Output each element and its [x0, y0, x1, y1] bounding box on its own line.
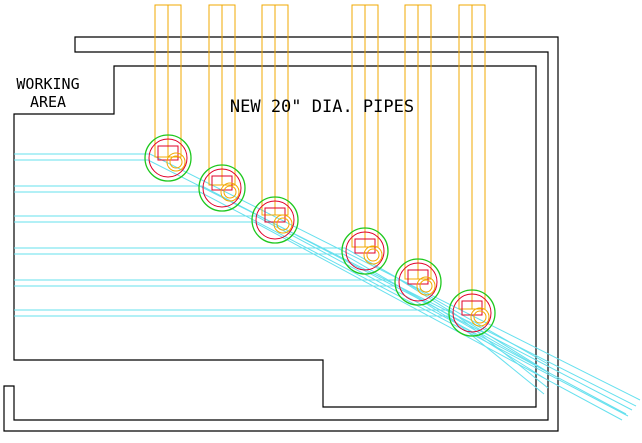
- vertical-pipe-5: [404, 4, 432, 280]
- inner-pit-outline: [13, 65, 537, 408]
- pipe-bend-node-1: [144, 134, 192, 182]
- vertical-pipe-1: [154, 4, 182, 158]
- vertical-pipe-2: [208, 4, 236, 186]
- vertical-pipe-3: [261, 4, 289, 216]
- pipe-run-5: [14, 279, 549, 373]
- pipe-run-3b: [14, 221, 623, 421]
- working-area-label-line2: AREA: [30, 93, 66, 111]
- pipe-bend-node-2: [198, 164, 246, 212]
- pipe-bend-node-5: [394, 258, 442, 306]
- pipe-run-1b: [14, 159, 637, 407]
- pipe-run-6: [14, 309, 549, 389]
- pipe-run-3: [14, 215, 627, 415]
- pipe-bend-node-4: [341, 227, 389, 275]
- horizontal-pipe-runs: [14, 153, 641, 421]
- pipe-bend-node-6: [448, 289, 496, 337]
- pipe-run-5b: [14, 285, 545, 379]
- pipe-bend-node-3: [251, 196, 299, 244]
- pipe-run-1: [14, 153, 641, 401]
- working-area-label-line1: WORKING: [16, 75, 79, 93]
- pipe-bend-nodes: [144, 134, 496, 337]
- pipe-run-4: [14, 247, 549, 365]
- vertical-pipe-4: [351, 4, 379, 248]
- pipe-run-6b: [14, 315, 545, 395]
- outer-wall-outline: [3, 36, 559, 432]
- vertical-pipe-6: [458, 4, 486, 310]
- vertical-pipes: [154, 4, 486, 310]
- new-pipes-title: NEW 20" DIA. PIPES: [230, 97, 414, 117]
